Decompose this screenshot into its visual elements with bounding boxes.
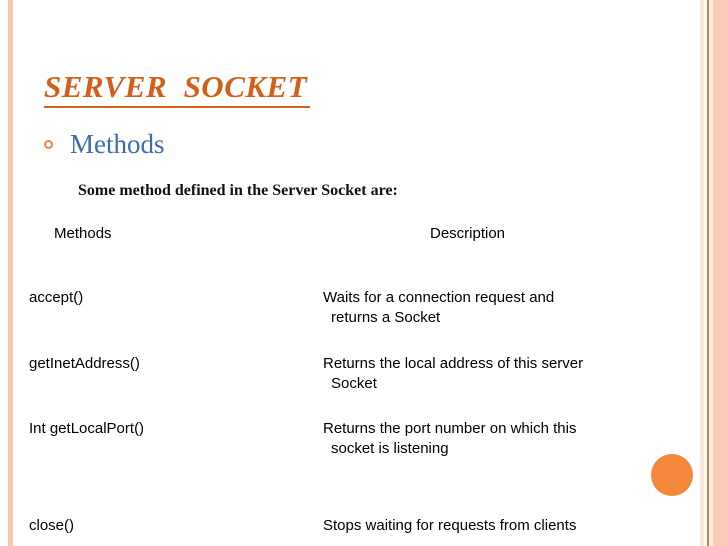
table-header-methods: Methods <box>54 225 112 242</box>
left-border-stripe <box>8 0 13 546</box>
table-row: Returns the local address of this server… <box>323 334 713 414</box>
page-title: SERVER SOCKET <box>44 70 311 108</box>
right-border-gap <box>704 0 707 546</box>
method-description-line1: Stops waiting for requests from clients <box>323 517 577 534</box>
table-row: Returns the port number on which this so… <box>323 399 713 479</box>
bullet-item-methods: Methods <box>44 129 165 160</box>
table-row: accept() <box>29 268 319 308</box>
table-row: Int getLocalPort() <box>29 399 319 439</box>
right-border-stripe-inner <box>700 0 704 546</box>
table-row: Stops waiting for requests from clients <box>323 496 713 536</box>
decorative-circle-icon <box>651 454 693 496</box>
method-name: accept() <box>29 289 84 306</box>
method-description-line2: returns a Socket <box>331 309 441 326</box>
right-border-accent-line <box>707 0 709 546</box>
method-description-line1: Returns the local address of this server <box>323 355 584 372</box>
right-border-stripe-outer <box>713 0 728 546</box>
method-description-line2: socket is listening <box>331 440 449 457</box>
intro-text: Some method defined in the Server Socket… <box>78 182 398 199</box>
right-border-pale-band <box>709 0 713 546</box>
page-title-wrapper: SERVER SOCKET <box>44 70 311 108</box>
method-description-line2: Socket <box>331 375 377 392</box>
table-row: getInetAddress() <box>29 334 319 374</box>
table-row: Waits for a connection request and retur… <box>323 268 713 348</box>
method-name: getInetAddress() <box>29 355 140 372</box>
method-name: close() <box>29 517 75 534</box>
method-description-line1: Returns the port number on which this <box>323 420 577 437</box>
table-row: close() <box>29 496 319 536</box>
bullet-item-label: Methods <box>70 129 165 159</box>
table-header-description: Description <box>430 225 506 242</box>
method-description-line1: Waits for a connection request and <box>323 289 555 306</box>
method-name: Int getLocalPort() <box>29 420 145 437</box>
circle-bullet-icon <box>44 140 53 150</box>
